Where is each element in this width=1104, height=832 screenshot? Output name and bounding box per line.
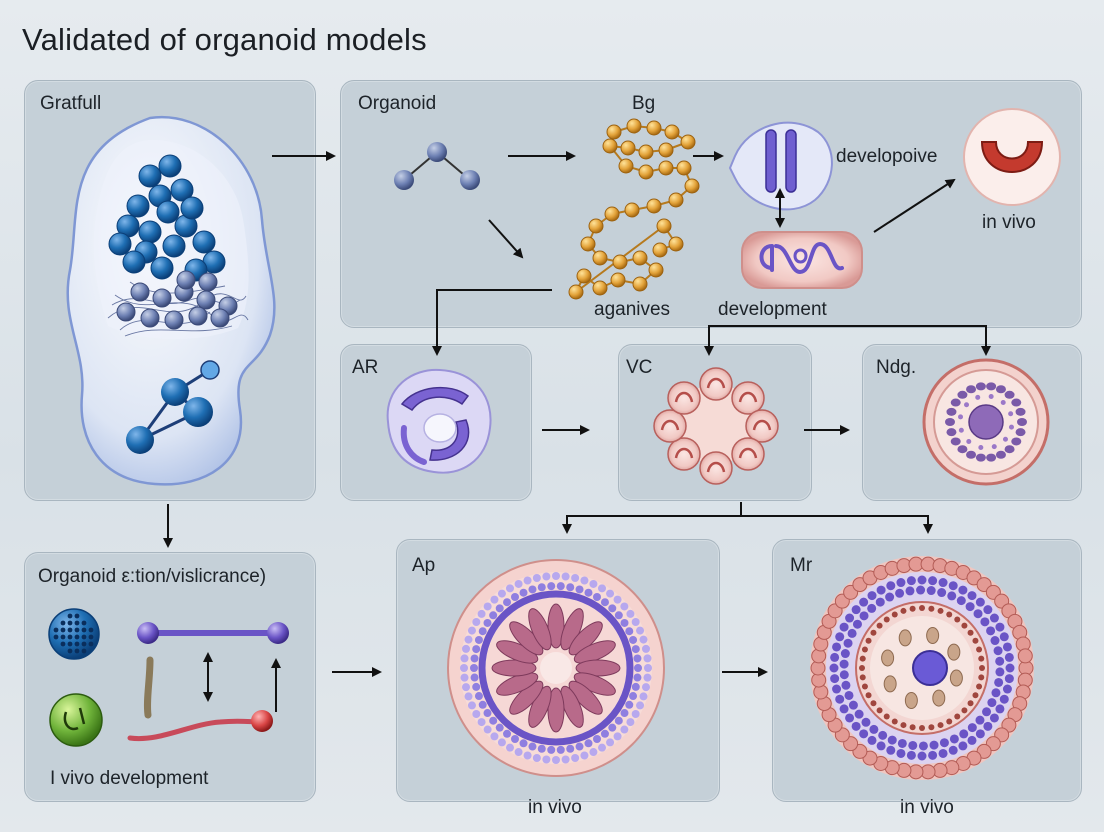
- ap-tissue: [447, 559, 665, 777]
- label-ap: Ap: [412, 555, 436, 576]
- label-in-vivo-mr: in vivo: [900, 797, 954, 818]
- arrow-to-in-vivo: [873, 178, 956, 233]
- organoid-molecule: [394, 142, 480, 190]
- arrow-chain-to-ar: [432, 289, 552, 356]
- ndg-tissue: [922, 358, 1050, 486]
- flow-arrows: [163, 151, 991, 712]
- label-ar: AR: [352, 357, 379, 378]
- label-bg: Bg: [632, 93, 656, 114]
- violet-cell: [728, 121, 833, 211]
- label-ndg: Ndg.: [876, 357, 917, 378]
- arrow-vc-split: [562, 502, 742, 534]
- mr-tissue: [810, 556, 1034, 780]
- label-aganives: aganives: [594, 299, 671, 320]
- label-development: development: [718, 299, 827, 320]
- gratfull-organoid: [66, 115, 276, 486]
- label-developoive: developoive: [836, 146, 938, 167]
- label-organoid-top: Organoid: [358, 93, 437, 114]
- panel-organoid-top: [340, 80, 1082, 328]
- orange-chain: [568, 118, 700, 300]
- diagram-title: Validated of organoid models: [22, 22, 427, 57]
- ar-cell: [386, 368, 492, 474]
- panel-organoid-bottom: [24, 552, 316, 802]
- arrow-dev-split: [708, 325, 987, 354]
- arrow-molecule-down: [488, 219, 524, 259]
- label-gratfull: Gratfull: [40, 93, 102, 114]
- vc-cell-cluster: [653, 367, 779, 485]
- label-i-vivo-development: I vivo development: [50, 768, 209, 789]
- label-in-vivo-ap: in vivo: [528, 797, 582, 818]
- label-in-vivo-top: in vivo: [982, 212, 1036, 233]
- label-vc: VC: [626, 357, 653, 378]
- in-vivo-cell-top: [963, 108, 1061, 206]
- label-mr: Mr: [790, 555, 813, 576]
- organoid-bottom-parts: [48, 608, 289, 747]
- development-capsule: [741, 231, 863, 289]
- label-organoid-bottom: Organoid ε:tion/vislicrance): [38, 566, 267, 587]
